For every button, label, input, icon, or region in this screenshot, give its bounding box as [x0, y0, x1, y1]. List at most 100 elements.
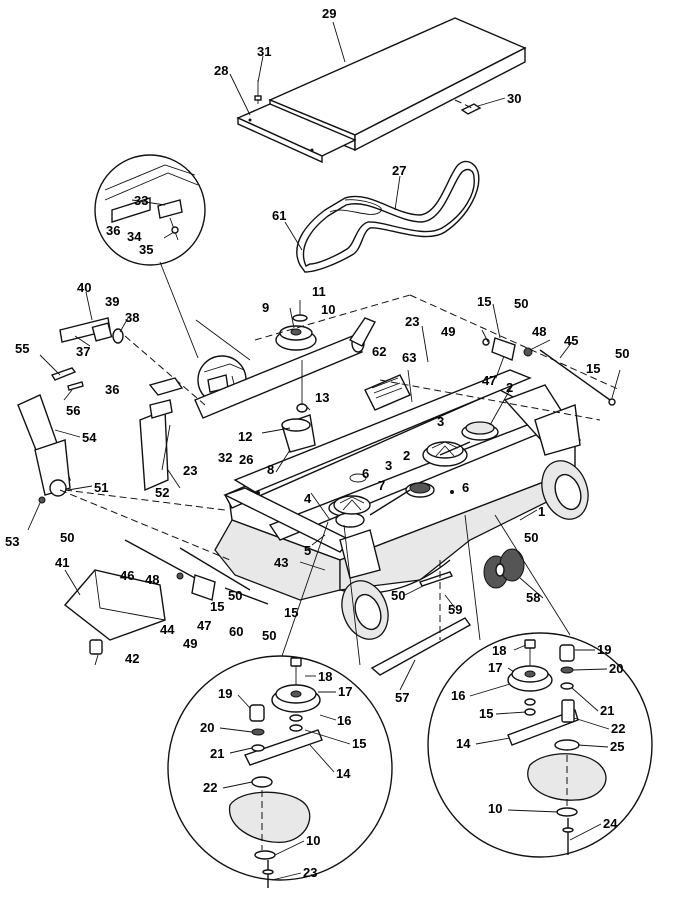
callout-40: 40: [77, 280, 91, 295]
callout-49b: 49: [183, 636, 197, 651]
callout-23c: 23: [303, 865, 317, 880]
callout-10c: 10: [488, 801, 502, 816]
callout-32: 32: [218, 450, 232, 465]
callout-11: 11: [312, 284, 326, 299]
callout-47a: 47: [482, 373, 496, 388]
callout-15e: 15: [352, 736, 366, 751]
rear-lift-tube: [59, 317, 376, 419]
callout-10b: 10: [306, 833, 320, 848]
callout-36: 36: [106, 223, 120, 238]
callout-6b: 6: [462, 480, 469, 495]
callout-37: 37: [76, 344, 90, 359]
callout-47b: 47: [197, 618, 211, 633]
idler-block: [364, 369, 413, 411]
callout-27: 27: [392, 163, 406, 178]
callout-50c: 50: [615, 346, 629, 361]
callout-61: 61: [272, 208, 286, 223]
left-lift-arm: [17, 367, 231, 561]
discharge-deflector: [63, 539, 269, 655]
leader-lines: [27, 21, 621, 691]
callout-1: 1: [538, 504, 545, 519]
callout-50g: 50: [262, 628, 276, 643]
callout-43: 43: [274, 555, 288, 570]
pulleys: [333, 421, 499, 516]
callout-29: 29: [322, 6, 336, 21]
callout-16a: 16: [337, 713, 351, 728]
callout-3b: 3: [385, 458, 392, 473]
callout-3a: 3: [437, 414, 444, 429]
callout-36b: 36: [105, 382, 119, 397]
callout-25: 25: [610, 739, 624, 754]
callout-15c: 15: [210, 599, 224, 614]
center-gearbox: [275, 300, 317, 453]
callout-5: 5: [304, 543, 311, 558]
left-spindle-detail: [167, 521, 393, 888]
callout-13: 13: [315, 390, 329, 405]
callout-24: 24: [603, 816, 618, 831]
callout-52: 52: [155, 485, 169, 500]
callout-22b: 22: [611, 721, 625, 736]
callout-4: 4: [304, 491, 312, 506]
callout-59: 59: [448, 602, 462, 617]
callout-33: 33: [134, 193, 148, 208]
callout-51: 51: [94, 480, 108, 495]
mower-deck: [214, 369, 582, 601]
callout-31: 31: [257, 44, 271, 59]
callout-2b: 2: [403, 448, 410, 463]
callout-23a: 23: [183, 463, 197, 478]
callout-14b: 14: [456, 736, 471, 751]
callout-21a: 21: [210, 746, 224, 761]
callout-17b: 17: [488, 660, 502, 675]
callout-20a: 20: [200, 720, 214, 735]
callout-22a: 22: [203, 780, 217, 795]
callout-50d: 50: [524, 530, 538, 545]
callout-15b: 15: [586, 361, 600, 376]
callout-54: 54: [82, 430, 97, 445]
drive-belt: [296, 160, 480, 273]
deck-cover-plate: [236, 17, 527, 164]
callout-18b: 18: [492, 643, 506, 658]
callout-49a: 49: [441, 324, 455, 339]
callout-17a: 17: [338, 684, 352, 699]
callout-41: 41: [55, 555, 69, 570]
callout-6a: 6: [362, 466, 369, 481]
callout-12: 12: [238, 429, 252, 444]
callout-39: 39: [105, 294, 119, 309]
callout-55: 55: [15, 341, 29, 356]
callout-2a: 2: [506, 380, 513, 395]
callout-9: 9: [262, 300, 269, 315]
callout-62: 62: [372, 344, 386, 359]
caster-wheels: [341, 460, 589, 640]
callout-48b: 48: [145, 572, 159, 587]
left-deck-bracket: [139, 377, 184, 492]
callout-42: 42: [125, 651, 139, 666]
callout-21b: 21: [600, 703, 614, 718]
detail-inset-circle: [94, 154, 251, 361]
cutting-blades: [370, 560, 472, 676]
callout-58: 58: [526, 590, 540, 605]
callout-14a: 14: [336, 766, 351, 781]
callout-labels: 29 31 28 30 27 61 33 36 34 35 40 39 38 3…: [5, 6, 629, 880]
right-spindle-detail: [427, 514, 653, 858]
right-lift-rod: [254, 294, 621, 421]
callout-44: 44: [160, 622, 175, 637]
callout-46: 46: [120, 568, 134, 583]
callout-15f: 15: [479, 706, 493, 721]
callout-7: 7: [378, 478, 385, 493]
callout-26: 26: [239, 452, 253, 467]
callout-48a: 48: [532, 324, 546, 339]
callout-19b: 19: [597, 642, 611, 657]
callout-60: 60: [229, 624, 243, 639]
callout-15a: 15: [477, 294, 491, 309]
callout-10: 10: [321, 302, 335, 317]
callout-53: 53: [5, 534, 19, 549]
callout-8: 8: [267, 462, 274, 477]
callout-57: 57: [395, 690, 409, 705]
callout-38: 38: [125, 310, 139, 325]
callout-34: 34: [127, 229, 142, 244]
callout-50f: 50: [228, 588, 242, 603]
callout-19a: 19: [218, 686, 232, 701]
callout-28: 28: [214, 63, 228, 78]
callout-20b: 20: [609, 661, 623, 676]
detail-leader-lines: [219, 644, 610, 881]
